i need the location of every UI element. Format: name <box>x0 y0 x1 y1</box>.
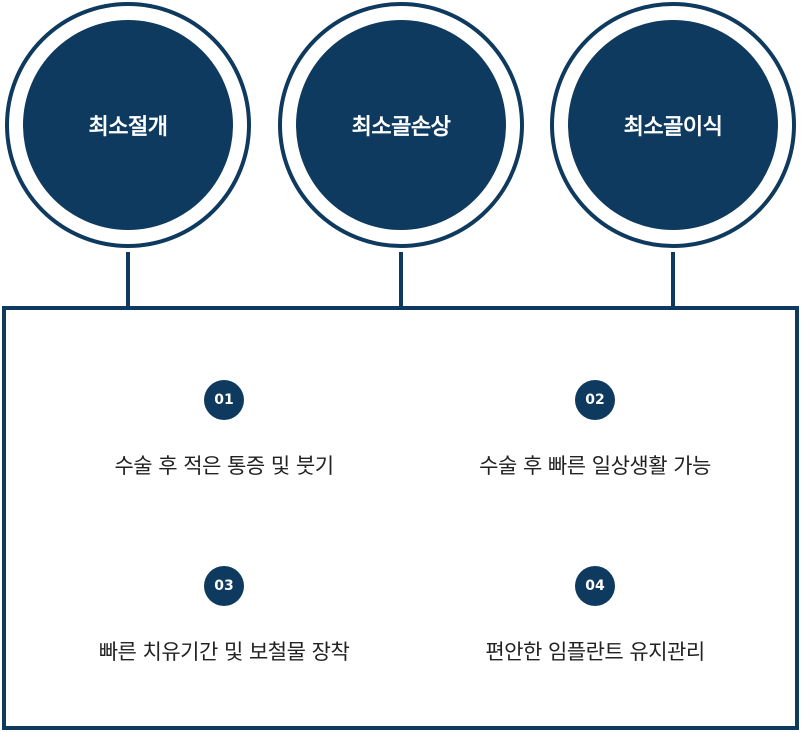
feature-number-badge: 01 <box>204 380 244 420</box>
circle-minimal-bone-damage: 최소골손상 <box>278 2 524 248</box>
feature-item: 04 편안한 임플란트 유지관리 <box>405 566 785 666</box>
connector-line <box>671 252 675 310</box>
feature-item: 01 수술 후 적은 통증 및 붓기 <box>34 380 414 480</box>
feature-text: 수술 후 적은 통증 및 붓기 <box>114 454 334 478</box>
feature-item: 02 수술 후 빠른 일상생활 가능 <box>405 380 785 480</box>
circle-minimal-incision: 최소절개 <box>5 2 251 248</box>
feature-text: 편안한 임플란트 유지관리 <box>485 640 705 664</box>
feature-text: 빠른 치유기간 및 보철물 장착 <box>98 640 350 664</box>
feature-item: 03 빠른 치유기간 및 보철물 장착 <box>34 566 414 666</box>
circle-label: 최소절개 <box>23 20 233 230</box>
circle-label: 최소골손상 <box>296 20 506 230</box>
circle-label: 최소골이식 <box>568 20 778 230</box>
feature-text: 수술 후 빠른 일상생활 가능 <box>479 454 711 478</box>
feature-number-badge: 04 <box>575 566 615 606</box>
circle-minimal-bone-graft: 최소골이식 <box>550 2 796 248</box>
feature-number-badge: 02 <box>575 380 615 420</box>
feature-number-badge: 03 <box>204 566 244 606</box>
benefits-box: 01 수술 후 적은 통증 및 붓기 02 수술 후 빠른 일상생활 가능 03… <box>2 306 799 730</box>
connector-line <box>399 252 403 310</box>
connector-line <box>126 252 130 310</box>
